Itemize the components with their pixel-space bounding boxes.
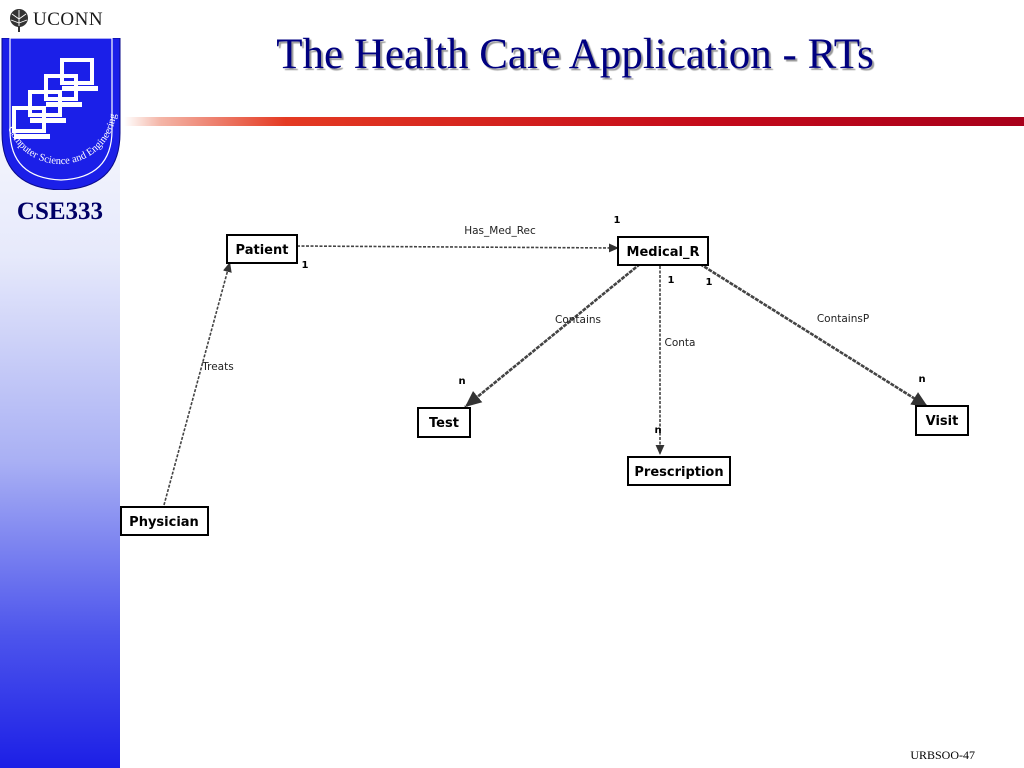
- card-has-med-rec-patient: 1: [302, 260, 309, 271]
- entity-test: Test: [417, 407, 471, 438]
- card-has-med-rec-medical: 1: [614, 215, 621, 226]
- entity-patient: Patient: [226, 234, 298, 264]
- uconn-wordmark: UCONN: [33, 9, 104, 30]
- card-contains-medical: 1: [706, 277, 713, 288]
- rel-treats-label: Treats: [201, 361, 233, 373]
- rel-has-med-rec-label: Has_Med_Rec: [464, 225, 536, 237]
- oak-leaf-icon: [10, 9, 28, 32]
- card-conta-prescription: n: [654, 425, 661, 436]
- rel-contains-label: Contains: [555, 314, 601, 326]
- card-conta-medical: 1: [668, 275, 675, 286]
- card-containsp-visit: n: [918, 374, 925, 385]
- title-divider: [124, 117, 1024, 126]
- entity-patient-label: Patient: [236, 243, 289, 258]
- uconn-brand: UCONN: [4, 4, 122, 32]
- entity-physician-label: Physician: [129, 515, 199, 530]
- entity-visit: Visit: [915, 405, 969, 436]
- containsp-line: [699, 262, 929, 409]
- entity-medical-record-label: Medical_R: [627, 245, 700, 260]
- entity-physician: Physician: [120, 506, 209, 536]
- rel-containsp-label: ContainsP: [817, 313, 869, 325]
- cse-seal: Computer Science and Engineering: [1, 38, 121, 190]
- entity-prescription-label: Prescription: [634, 465, 723, 480]
- entity-prescription: Prescription: [627, 456, 731, 486]
- page-title: The Health Care Application - RTs: [276, 31, 874, 78]
- entity-medical-record: Medical_R: [617, 236, 709, 266]
- slide-reference: URBSOO-47: [910, 748, 975, 762]
- contains-line: [464, 262, 641, 409]
- has-med-rec-line: [296, 243, 620, 253]
- entity-visit-label: Visit: [926, 414, 959, 429]
- card-contains-test: n: [458, 376, 465, 387]
- rel-conta-label: Conta: [665, 337, 696, 349]
- treats-line: [163, 261, 232, 506]
- entity-test-label: Test: [429, 416, 459, 431]
- course-code: CSE333: [16, 198, 104, 225]
